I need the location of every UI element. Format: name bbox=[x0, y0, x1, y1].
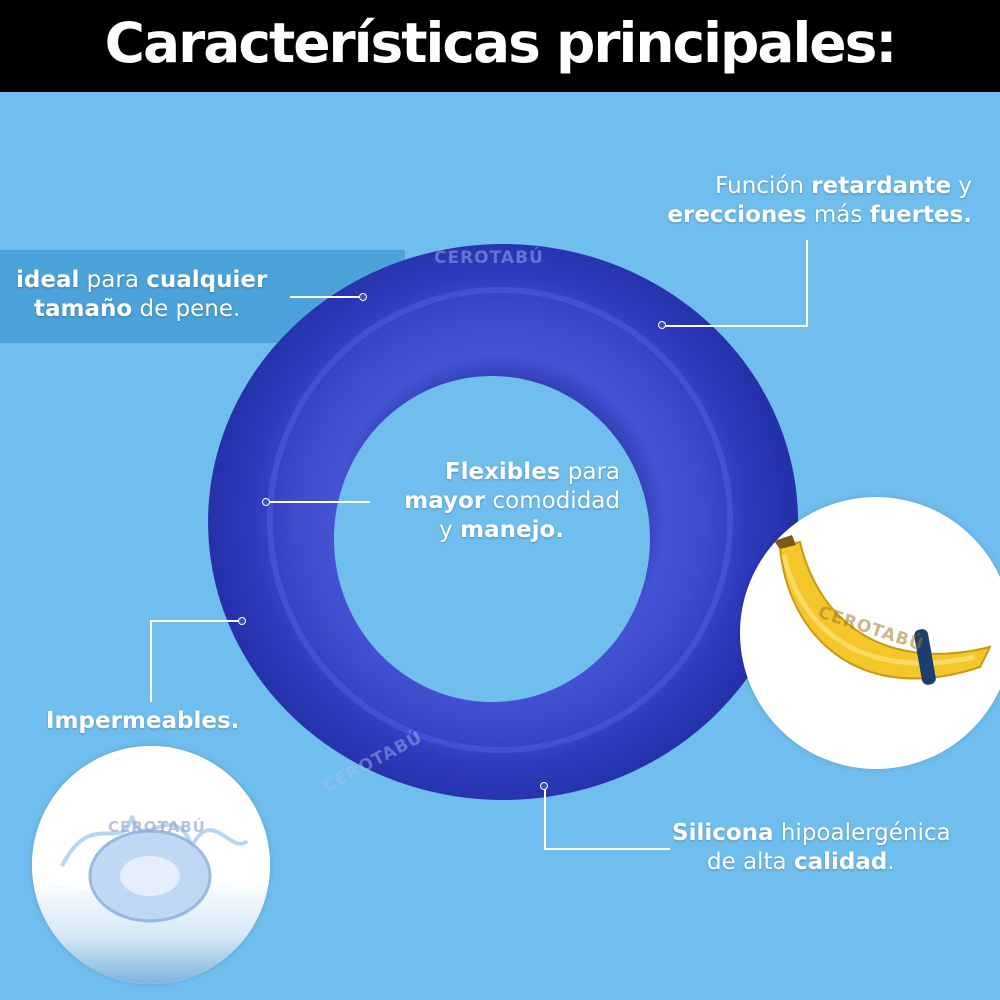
feature-impermeables-bold-1: Impermeables. bbox=[46, 708, 240, 734]
feature-flexibles-text-1: para bbox=[560, 459, 620, 485]
connector-line-flexibles bbox=[268, 501, 370, 503]
connector-dot-imper bbox=[238, 617, 246, 625]
feature-funcion-bold-2: erecciones bbox=[667, 202, 807, 228]
watermark-top: CEROTABÚ bbox=[434, 248, 544, 268]
feature-silicona-text-1: hipoalergénica bbox=[773, 820, 951, 846]
connector-line-imper-h bbox=[150, 620, 240, 622]
feature-ideal-bold-1: ideal bbox=[16, 267, 80, 293]
connector-line-funcion-v bbox=[806, 240, 808, 327]
feature-funcion-bold-1: retardante bbox=[811, 173, 952, 199]
feature-silicona-bold-2: calidad bbox=[793, 849, 888, 875]
feature-funcion-bold-3: fuertes. bbox=[869, 202, 972, 228]
feature-silicona-text-3: . bbox=[887, 849, 895, 875]
feature-ideal-bold-3: tamaño bbox=[34, 296, 133, 322]
header-bar: Características principales: bbox=[0, 0, 1000, 92]
feature-silicona-text-2: de alta bbox=[706, 849, 794, 875]
feature-funcion-text-1: Función bbox=[715, 173, 812, 199]
watermark-water: CEROTABÚ bbox=[108, 818, 206, 836]
connector-dot-ideal bbox=[359, 293, 367, 301]
feature-funcion: Función retardante y erecciones más fuer… bbox=[667, 172, 972, 230]
feature-funcion-text-2: y bbox=[951, 173, 972, 199]
connector-line-imper-v bbox=[150, 620, 152, 702]
feature-flexibles: Flexibles para mayor comodidad y manejo. bbox=[372, 458, 620, 545]
feature-flexibles-bold-2: mayor bbox=[404, 488, 486, 514]
connector-line-ideal bbox=[290, 296, 362, 298]
feature-silicona: Silicona hipoalergénica de alta calidad. bbox=[672, 819, 951, 877]
page-title: Características principales: bbox=[104, 11, 898, 75]
ring-in-water-splash-image: CEROTABÚ bbox=[32, 746, 270, 984]
feature-silicona-bold-1: Silicona bbox=[672, 820, 774, 846]
connector-line-silicona-v bbox=[544, 788, 546, 850]
feature-ideal-bold-2: cualquier bbox=[146, 267, 268, 293]
connector-dot-flexibles bbox=[262, 498, 270, 506]
feature-flexibles-bold-3: manejo. bbox=[460, 517, 564, 543]
connector-dot-silicona bbox=[540, 782, 548, 790]
connector-line-funcion-h bbox=[664, 325, 808, 327]
feature-ideal: ideal para cualquier tamaño de pene. bbox=[16, 266, 267, 324]
connector-dot-funcion bbox=[658, 321, 666, 329]
feature-funcion-text-3: más bbox=[806, 202, 870, 228]
feature-ideal-text-1: para bbox=[79, 267, 147, 293]
feature-impermeables: Impermeables. bbox=[46, 707, 239, 736]
banana-with-ring-image: CEROTABÚ bbox=[740, 497, 1000, 769]
feature-flexibles-text-2: comodidad bbox=[485, 488, 621, 514]
feature-flexibles-bold-1: Flexibles bbox=[444, 459, 561, 485]
connector-line-silicona-h bbox=[544, 848, 670, 850]
feature-ideal-text-2: de pene. bbox=[132, 296, 241, 322]
feature-flexibles-text-3: y bbox=[439, 517, 461, 543]
